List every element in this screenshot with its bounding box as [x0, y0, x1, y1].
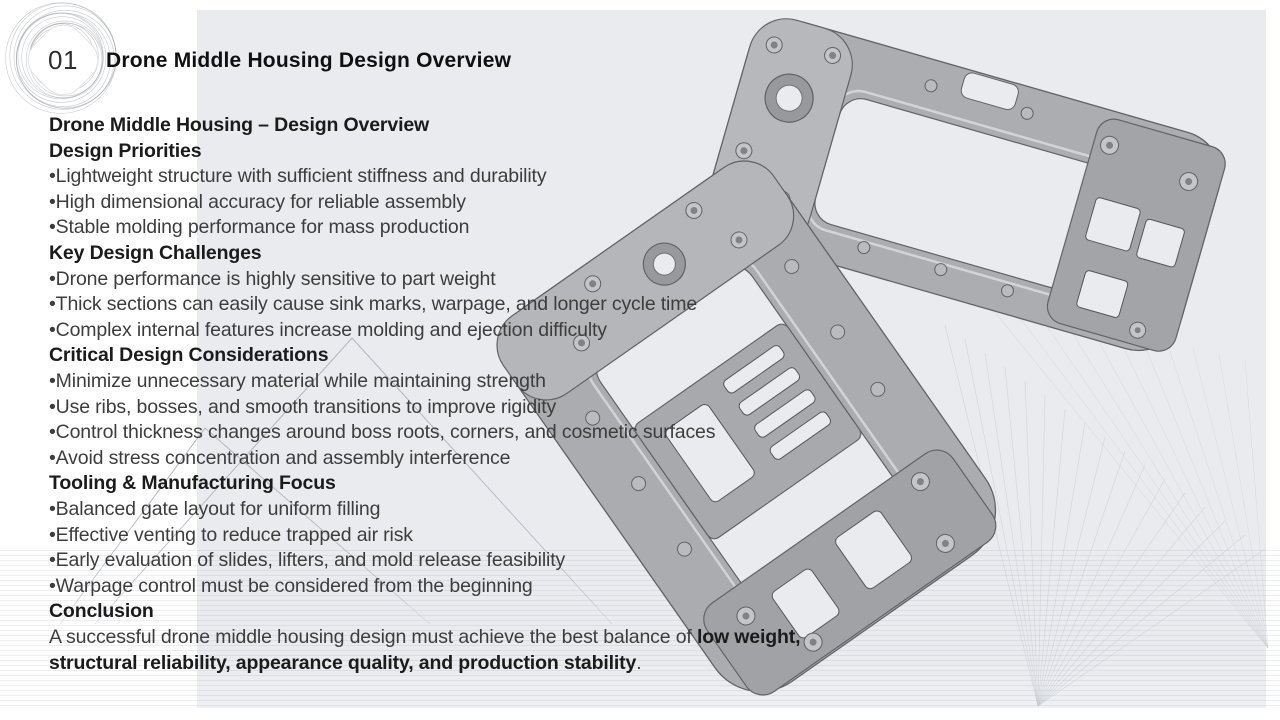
heading-line: Design Priorities [49, 139, 202, 162]
heading-line: Critical Design Considerations [49, 344, 329, 367]
drone-housing-render-bottom [496, 160, 997, 696]
drone-housing-render-top [706, 18, 1226, 352]
bullet-line: •Drone performance is highly sensitive t… [49, 267, 496, 290]
bullet-line: •Early evaluation of slides, lifters, an… [49, 549, 566, 572]
heading-line: Drone Middle Housing – Design Overview [49, 114, 430, 136]
bullet-line: •Complex internal features increase mold… [49, 318, 607, 341]
bullet-line: •Effective venting to reduce trapped air… [49, 523, 413, 546]
bullet-line: •High dimensional accuracy for reliable … [49, 190, 466, 213]
pinstripe-texture [0, 550, 1280, 710]
badge-shape [27, 24, 99, 96]
conclusion-text: A successful drone middle housing design… [49, 625, 804, 676]
page-title: Drone Middle Housing Design Overview [106, 49, 512, 72]
triangle-line-ornament [59, 337, 613, 625]
badge-number: 01 [48, 45, 78, 75]
spiral-ornament [5, 2, 117, 114]
bullet-line: •Thick sections can easily cause sink ma… [49, 293, 698, 316]
heading-line: Conclusion [49, 600, 154, 623]
heading-line: Tooling & Manufacturing Focus [49, 472, 336, 495]
bullet-line: •Minimize unnecessary material while mai… [49, 369, 546, 392]
heading-line: Key Design Challenges [49, 241, 262, 264]
conclusion-tail: . [636, 651, 642, 674]
bullet-line: •Warpage control must be considered from… [49, 574, 533, 597]
bullet-line: •Avoid stress concentration and assembly… [49, 446, 511, 469]
overview-text-block: Drone Middle Housing – Design Overview D… [49, 113, 804, 676]
bullet-line: •Stable molding performance for mass pro… [49, 216, 470, 239]
bullet-line: •Use ribs, bosses, and smooth transition… [49, 395, 557, 418]
bullet-line: •Control thickness changes around boss r… [49, 421, 716, 444]
bullet-line: •Lightweight structure with sufficient s… [49, 165, 547, 188]
conclusion-emphasis: low weight, structural reliability, appe… [49, 625, 801, 674]
bullet-line: •Balanced gate layout for uniform fillin… [49, 497, 381, 520]
conclusion-lead: A successful drone middle housing design… [49, 625, 697, 648]
